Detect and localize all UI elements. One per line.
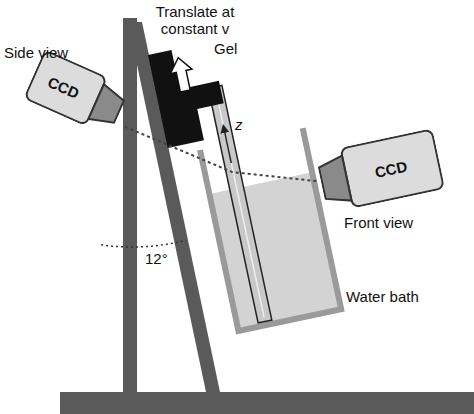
camera-lens <box>88 84 126 129</box>
translate-arrow <box>167 55 196 93</box>
sight-line <box>125 127 318 181</box>
water-bath <box>200 128 341 331</box>
base-plate <box>60 392 474 414</box>
water <box>209 172 341 331</box>
gel-inner-line <box>216 91 264 318</box>
z-axis-arrow <box>223 126 231 163</box>
angle-label: 12° <box>145 250 168 267</box>
holder-block <box>148 42 230 148</box>
gel-strip <box>208 85 272 323</box>
bath-wall <box>200 128 341 331</box>
part-label: Gel <box>214 40 237 57</box>
gel-holder <box>148 41 272 333</box>
part-label: Water bath <box>346 288 419 305</box>
camera-body <box>341 129 444 207</box>
camera-lens <box>318 156 352 206</box>
side-ccd-camera: CCD <box>23 49 131 137</box>
front-ccd-camera: CCD <box>315 128 445 214</box>
motion-label: Translate at constant v <box>140 3 250 38</box>
view-label: Front view <box>344 214 413 231</box>
view-label: Side view <box>4 44 68 61</box>
angle-arc <box>101 240 186 247</box>
axis-label: z <box>235 116 243 133</box>
vertical-post <box>123 18 137 392</box>
